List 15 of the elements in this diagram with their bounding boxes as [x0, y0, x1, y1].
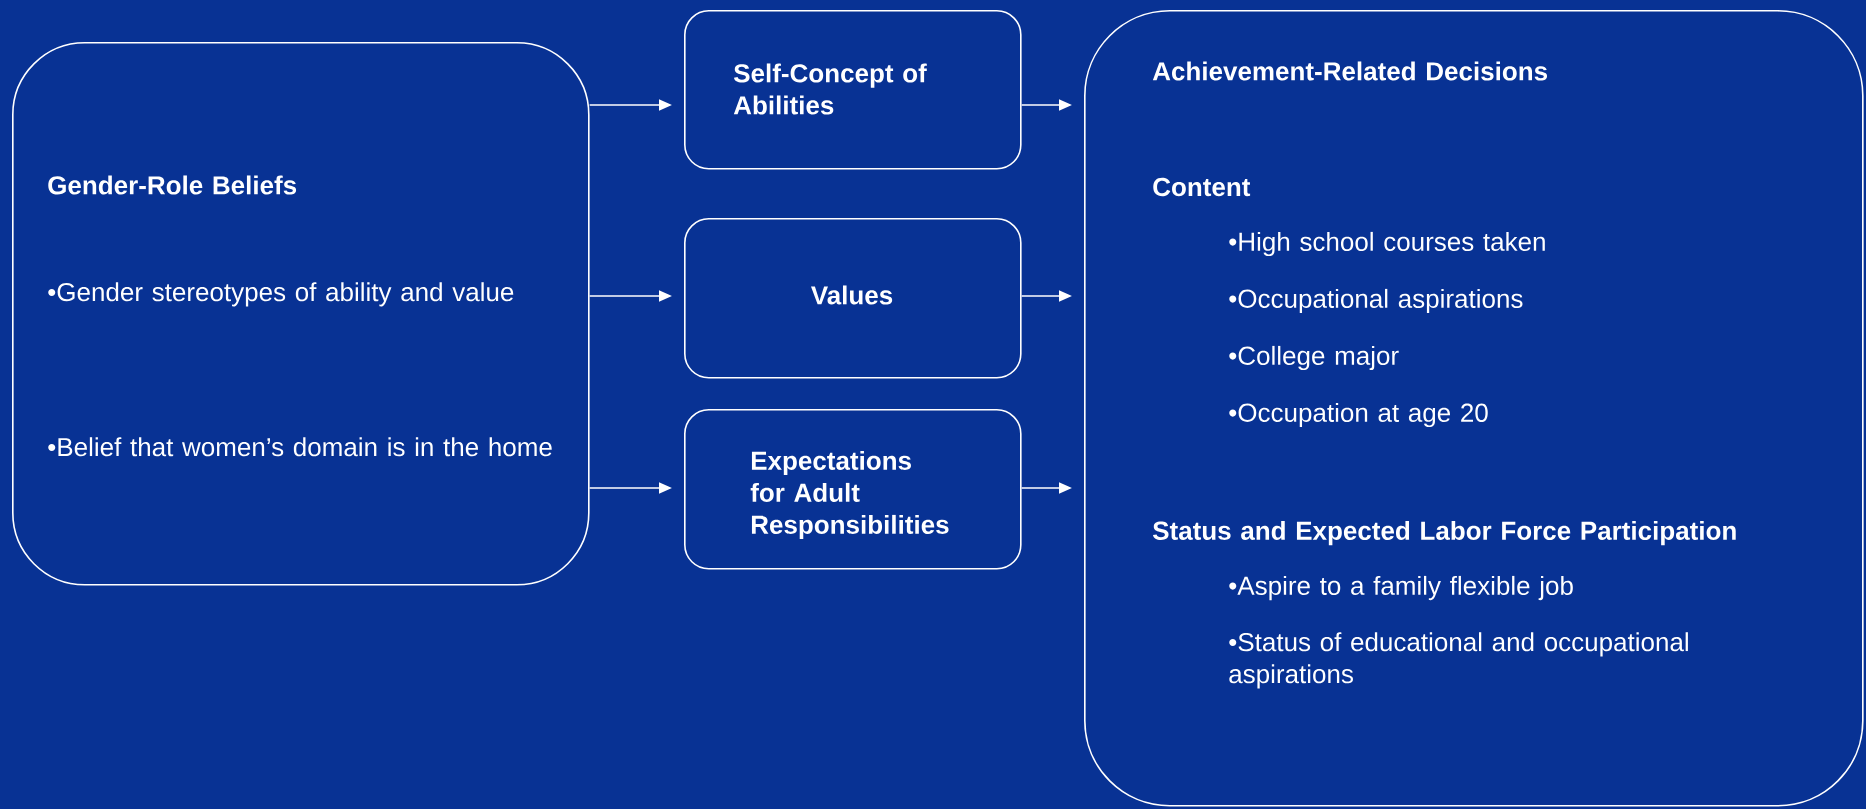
heading: Achievement-Related Decisions [1152, 61, 1548, 81]
bullet-item: •Status of educational and occupational aspirations [1229, 632, 1688, 689]
heading: Content [1153, 177, 1251, 197]
heading: Expectations for Adult Responsibilities [750, 450, 949, 540]
bullet-item: •Occupational aspirations [1229, 288, 1523, 314]
heading: Self-Concept of Abilities [733, 63, 927, 115]
heading: Gender-Role Beliefs [48, 175, 297, 195]
bullet-item: •Occupation at age 20 [1229, 402, 1488, 428]
bullet-item: •Gender stereotypes of ability and value [48, 282, 514, 307]
heading: Values [811, 285, 893, 305]
bullet-item: •College major [1229, 345, 1399, 371]
heading: Status and Expected Labor Force Participation [1152, 520, 1736, 546]
bullet-item: •Belief that women’s domain is in the home [48, 437, 552, 457]
bullet-item: •High school courses taken [1229, 231, 1545, 257]
bullet-item: •Aspire to a family flexible job [1229, 575, 1573, 601]
